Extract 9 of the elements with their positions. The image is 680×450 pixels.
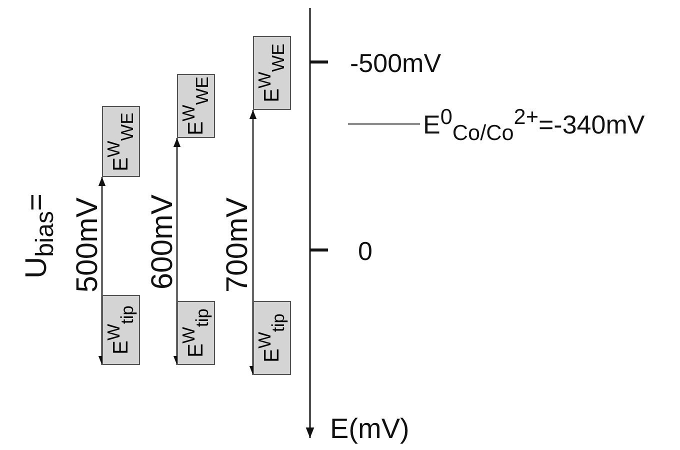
double-arrow xyxy=(98,177,106,365)
tick-label: 0 xyxy=(358,238,372,264)
edge-label: 600mV xyxy=(148,194,178,290)
tick-label: -500mV xyxy=(350,50,442,76)
edge-label: 500mV xyxy=(73,197,103,293)
double-arrow xyxy=(249,110,257,375)
axis-label: E(mV) xyxy=(330,415,410,443)
double-arrow xyxy=(173,138,181,365)
edge-label: 700mV xyxy=(223,197,253,293)
